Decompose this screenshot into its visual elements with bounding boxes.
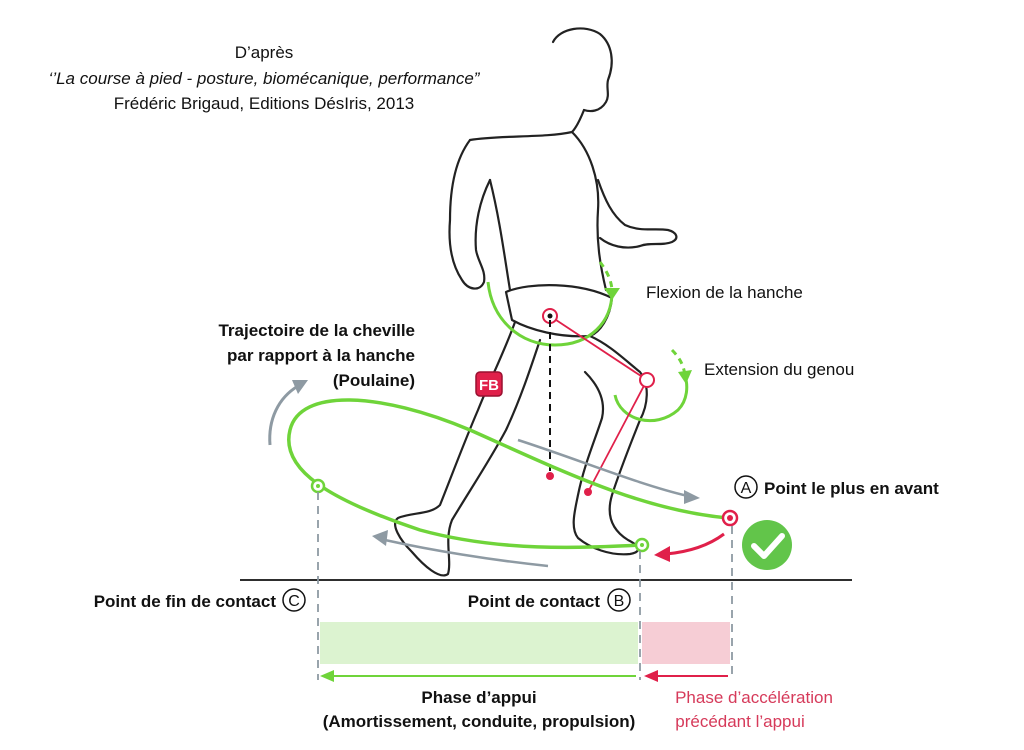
hip-flexion-arrowhead: [604, 288, 620, 300]
forward-motion-arrowhead: [684, 490, 700, 504]
checkmark-tick: [751, 533, 785, 559]
leg-segments: [542, 308, 655, 496]
acceleration-arrowhead: [654, 546, 670, 562]
source-line-1: D’après: [235, 43, 294, 62]
point-a-letter: A: [741, 480, 752, 497]
point-c-label: Point de fin de contact: [94, 592, 277, 611]
shin-segment: [587, 379, 648, 493]
joint-arcs: [486, 261, 692, 423]
runner-rear-leg: [394, 320, 542, 577]
knee-extension-label: Extension du genou: [704, 360, 854, 379]
accel-phase-label-line-1: Phase d’accélération: [675, 688, 833, 707]
source-line-2: ‘’La course à pied - posture, biomécaniq…: [49, 69, 481, 88]
point-a-label: Point le plus en avant: [764, 479, 939, 498]
point-b-marker: [607, 588, 631, 612]
runner-front-leg: [572, 334, 648, 556]
knee-extension-arrowhead: [678, 370, 692, 384]
motion-arrows: [268, 380, 700, 568]
backward-motion-arrowhead: [372, 530, 388, 546]
accel-phase-label-line-2: précédant l’appui: [675, 712, 804, 731]
ankle-trajectory-loop: [287, 398, 729, 550]
thigh-segment: [549, 315, 648, 381]
trajectory-point-b-center: [640, 543, 644, 547]
backward-motion-arrow: [384, 538, 549, 568]
trajectory-label-line-3: (Poulaine): [333, 371, 415, 390]
force-badge-label: FB: [479, 377, 499, 394]
point-c-marker: [282, 588, 306, 612]
hip-flexion-label: Flexion de la hanche: [646, 283, 803, 302]
runner-back-arm: [448, 138, 492, 290]
forward-motion-arrow: [517, 438, 689, 498]
point-c-letter: C: [288, 593, 300, 610]
source-line-3: Frédéric Brigaud, Editions DésIris, 2013: [114, 94, 414, 113]
ankle-point: [584, 488, 592, 496]
support-phase-arrowhead: [320, 670, 334, 682]
acceleration-phase-band: [642, 622, 730, 664]
upward-motion-arrow: [268, 384, 299, 446]
support-phase-label-line-1: Phase d’appui: [421, 688, 536, 707]
knee-extension-arc: [613, 375, 689, 423]
support-phase-band: [320, 622, 638, 664]
runner-torso-front: [570, 130, 608, 292]
hip-center: [547, 313, 553, 319]
trajectory-label-line-1: Trajectoire de la cheville: [218, 321, 415, 340]
checkmark-icon: [742, 520, 792, 570]
acceleration-arrow: [665, 532, 725, 556]
point-b-letter: B: [614, 593, 625, 610]
force-badge: [475, 371, 503, 397]
trajectory-point-c-center: [316, 484, 320, 488]
trajectory-point-a-center: [727, 515, 733, 521]
accel-phase-arrowhead: [644, 670, 658, 682]
knee-joint: [639, 372, 655, 388]
hip-projection-point: [546, 472, 554, 480]
runner-torso-back: [488, 178, 512, 292]
trajectory-label-line-2: par rapport à la hanche: [227, 346, 415, 365]
point-b-label: Point de contact: [468, 592, 601, 611]
support-phase-label-line-2: (Amortissement, conduite, propulsion): [323, 712, 636, 731]
runner-head: [551, 27, 613, 113]
runner-shoulder: [468, 108, 586, 142]
upward-motion-arrowhead: [292, 380, 308, 394]
runner-front-arm: [596, 178, 678, 249]
runner-figure: [394, 27, 678, 577]
point-a-marker: [734, 475, 758, 499]
hip-flexion-arc: [486, 281, 614, 347]
hip-flexion-arc-dashed: [598, 261, 614, 293]
